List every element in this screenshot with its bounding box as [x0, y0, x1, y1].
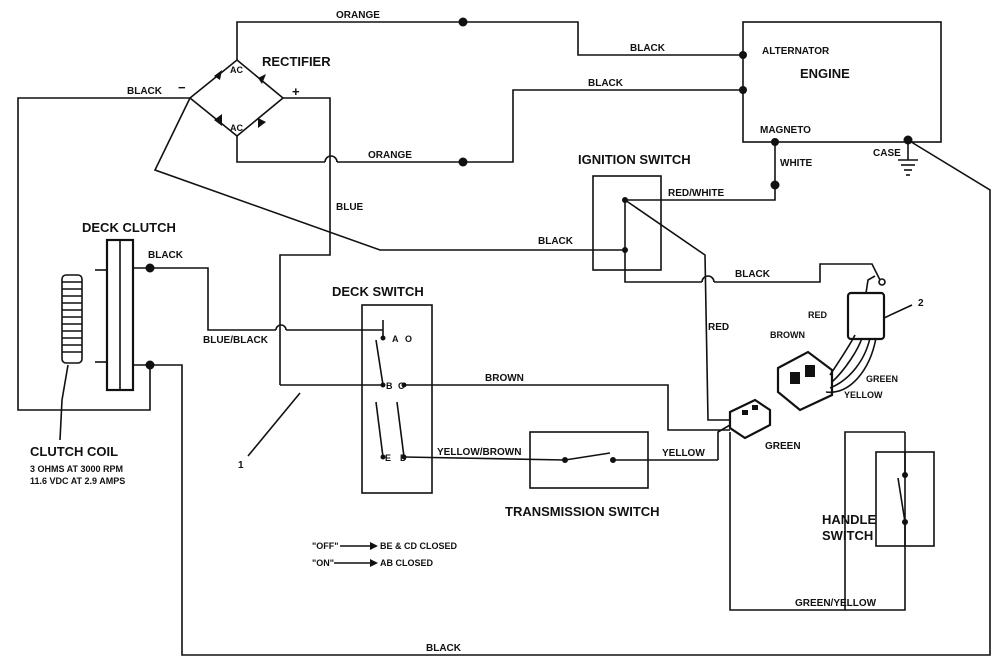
red-label: RED: [708, 322, 729, 333]
orange-bottom-wire-b: [337, 89, 743, 163]
diode-tr: [258, 74, 266, 84]
diode-bl: [214, 114, 222, 126]
orange-bottom-wire-a: [236, 136, 325, 163]
black-ign-label: BLACK: [538, 236, 574, 247]
deck-clutch-label: DECK CLUTCH: [82, 220, 176, 235]
clutch-coil-spec-1: 3 OHMS AT 3000 RPM: [30, 464, 123, 474]
handle-label-1: HANDLE: [822, 512, 876, 527]
blue-label: BLUE: [336, 202, 364, 213]
legend-off-label: "OFF": [312, 541, 339, 551]
harness-connector: [728, 398, 772, 440]
detail-green-label: GREEN: [866, 374, 898, 384]
rectifier-bridge: AC AC − +: [178, 58, 300, 138]
legend-on-label: "ON": [312, 558, 334, 568]
deck-switch-box: [361, 304, 433, 494]
deck-a-label: A: [392, 334, 399, 344]
orange-top-wire: [236, 21, 743, 60]
ignition-switch-label: IGNITION SWITCH: [578, 152, 691, 167]
detail-brown-label: BROWN: [770, 330, 805, 340]
ac-bottom-label: AC: [230, 123, 243, 133]
clutch-coil-spec-2: 11.6 VDC AT 2.9 AMPS: [30, 476, 125, 486]
clutch-coil: [61, 274, 83, 364]
deck-e-label: E: [385, 453, 391, 463]
black-left-wire: [17, 97, 190, 411]
magneto-label: MAGNETO: [760, 125, 811, 136]
plus-label: +: [292, 84, 300, 99]
blue-black-label: BLUE/BLACK: [203, 335, 269, 346]
engine-label: ENGINE: [800, 66, 850, 81]
orange-bottom-label: ORANGE: [368, 150, 412, 161]
yellow-label: YELLOW: [662, 448, 705, 459]
yellow-brown-wire: [403, 456, 566, 461]
black-ign-wire: [153, 97, 625, 251]
brown-wire: [404, 384, 730, 431]
white-label: WHITE: [780, 158, 813, 169]
green-yellow-wire: [845, 432, 906, 611]
callout-1: 1: [238, 460, 244, 471]
black-bottom-wire: [150, 139, 991, 656]
deck-switch-label: DECK SWITCH: [332, 284, 424, 299]
switch-legend: "OFF" BE & CD CLOSED "ON" AB CLOSED: [312, 541, 458, 568]
red-white-wire: [625, 185, 776, 201]
ignition-switch-box: [592, 175, 662, 271]
deck-c-label: C: [398, 381, 405, 391]
diode-br: [258, 118, 266, 128]
black-ign-right-label: BLACK: [735, 269, 771, 280]
deck-o-label: O: [405, 334, 412, 344]
case-label: CASE: [873, 148, 901, 159]
black-engine-label: BLACK: [588, 78, 624, 89]
legend-on-text: AB CLOSED: [380, 558, 434, 568]
detail-red-label: RED: [808, 310, 828, 320]
detail-yellow-label: YELLOW: [844, 390, 883, 400]
rectifier-label: RECTIFIER: [262, 54, 331, 69]
transmission-switch-label: TRANSMISSION SWITCH: [505, 504, 660, 519]
black-ign-right-wire: [714, 263, 881, 283]
handle-label-2: SWITCH: [822, 528, 873, 543]
blue-wire: [279, 97, 331, 385]
red-wire: [624, 199, 730, 421]
deck-b-label: B: [386, 381, 393, 391]
black-clutch-label: BLACK: [148, 250, 184, 261]
green-yellow-label: GREEN/YELLOW: [795, 598, 877, 609]
connector-detail: [776, 275, 913, 412]
legend-off-text: BE & CD CLOSED: [380, 541, 458, 551]
yellow-brown-label: YELLOW/BROWN: [437, 447, 521, 458]
green-wire: [729, 431, 905, 611]
clutch-coil-label: CLUTCH COIL: [30, 444, 118, 459]
blue-black-wire-a: [150, 267, 276, 331]
black-alt-label: BLACK: [630, 43, 666, 54]
green-label: GREEN: [765, 441, 801, 452]
red-white-label: RED/WHITE: [668, 188, 724, 199]
engine-box: [742, 21, 942, 143]
brown-label: BROWN: [485, 373, 524, 384]
alternator-label: ALTERNATOR: [762, 46, 830, 57]
ac-top-label: AC: [230, 65, 243, 75]
diode-tl: [214, 70, 222, 80]
deck-d-label: D: [400, 453, 407, 463]
callout-2: 2: [918, 298, 924, 309]
black-left-label: BLACK: [127, 86, 163, 97]
orange-top-label: ORANGE: [336, 10, 380, 21]
minus-label: −: [178, 80, 186, 95]
black-bottom-label: BLACK: [426, 643, 462, 654]
